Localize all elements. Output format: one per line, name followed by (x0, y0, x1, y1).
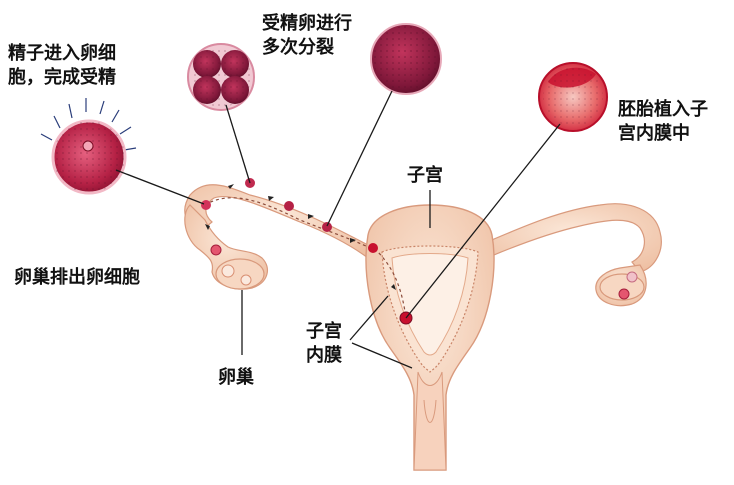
fertilized-egg-illustration (41, 98, 136, 193)
leader-four-cell (226, 105, 250, 183)
egg-in-tube-5 (368, 243, 378, 253)
label-ovulation-text: 卵巢排出卵细胞 (14, 266, 140, 290)
label-cleavage-line2: 多次分裂 (262, 36, 352, 60)
label-ovary: 卵巢 (218, 366, 254, 390)
cervix (414, 372, 446, 470)
egg-in-tube-1 (201, 200, 211, 210)
label-implantation: 胚胎植入子 宫内膜中 (618, 98, 708, 146)
label-ovary-text: 卵巢 (218, 366, 254, 390)
label-endometrium-line1: 子宫 (306, 320, 342, 344)
label-ovulation: 卵巢排出卵细胞 (14, 266, 140, 290)
label-endometrium: 子宫 内膜 (306, 320, 342, 368)
four-cell-embryo-illustration (188, 44, 254, 110)
blastocyst-illustration (539, 63, 607, 131)
label-fertilization-line1: 精子进入卵细 (8, 42, 116, 66)
leader-fertilization (116, 170, 204, 204)
egg-in-tube-3 (284, 201, 294, 211)
label-uterus: 子宫 (407, 164, 443, 188)
label-uterus-text: 子宫 (407, 164, 443, 188)
label-cleavage-line1: 受精卵进行 (262, 12, 352, 36)
right-fallopian-tube (480, 204, 661, 272)
label-fertilization: 精子进入卵细 胞，完成受精 (8, 42, 116, 90)
uterus-anatomy (185, 185, 662, 470)
label-endometrium-line2: 内膜 (306, 344, 342, 368)
label-implantation-line2: 宫内膜中 (618, 122, 708, 146)
egg-in-tube-4 (322, 222, 332, 232)
label-fertilization-line2: 胞，完成受精 (8, 66, 116, 90)
leader-morula (327, 91, 392, 226)
label-cleavage: 受精卵进行 多次分裂 (262, 12, 352, 60)
label-implantation-line1: 胚胎植入子 (618, 98, 708, 122)
morula-illustration (371, 24, 441, 94)
